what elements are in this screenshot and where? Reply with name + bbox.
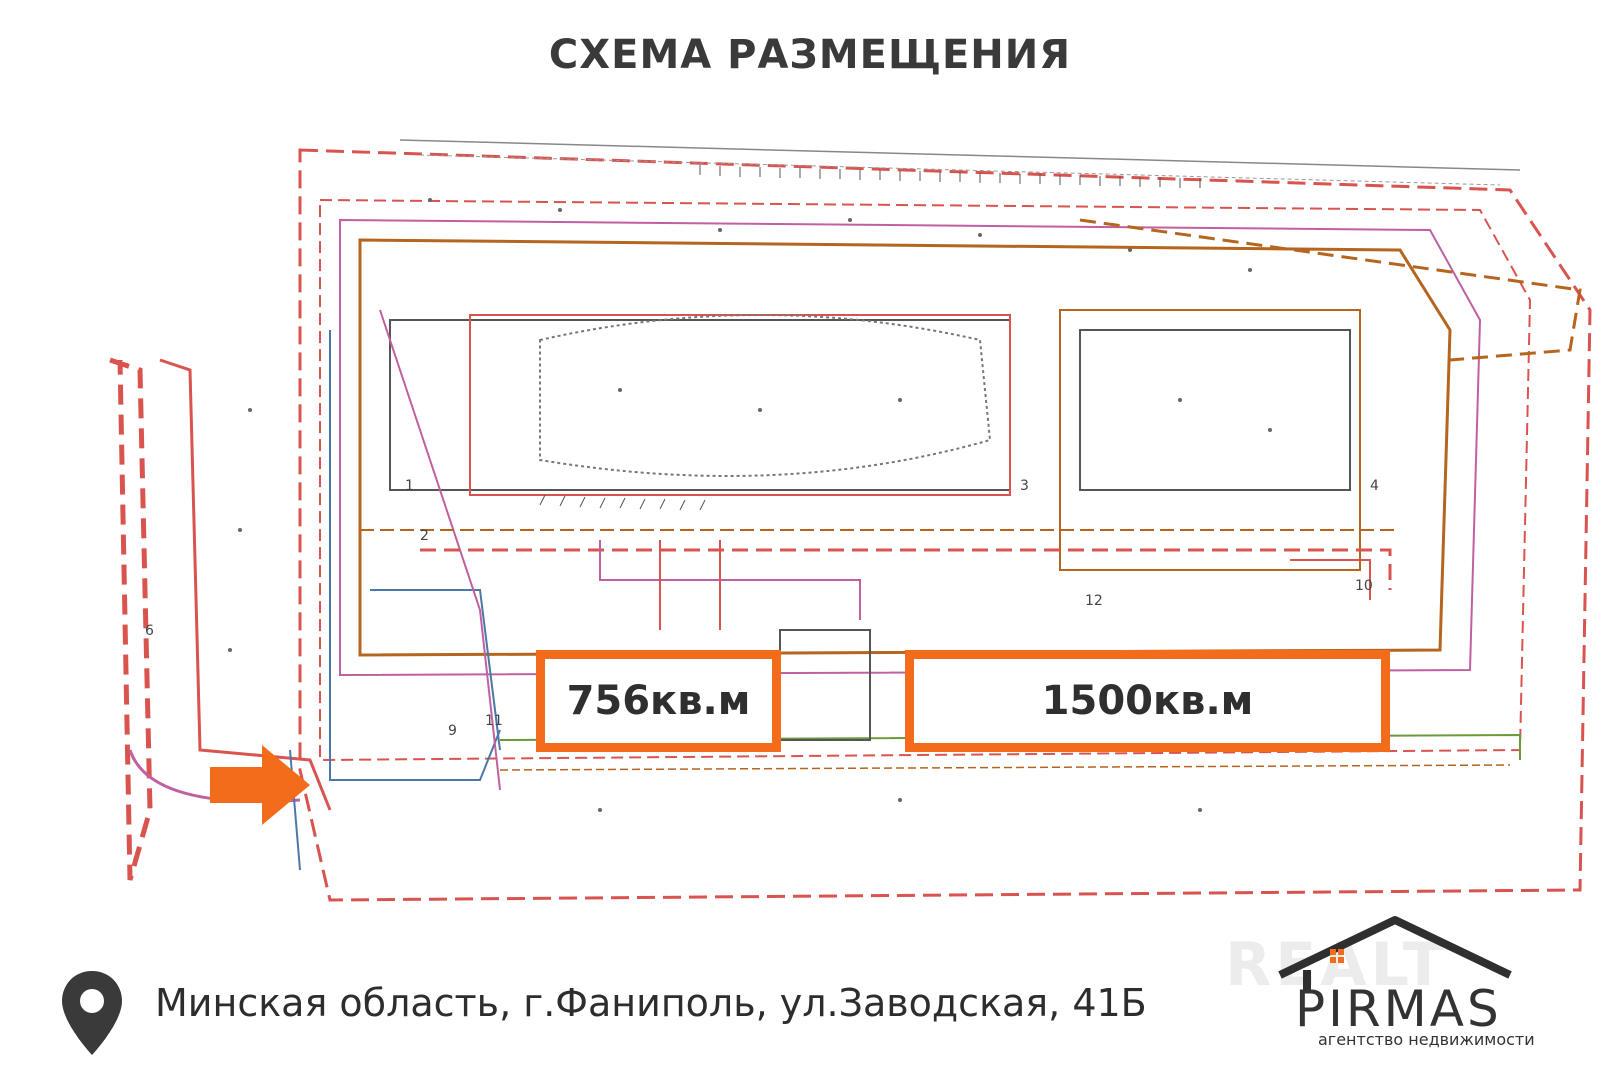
- watermark: REALT: [1225, 930, 1448, 1000]
- logo-subtitle: агентство недвижимости: [1318, 1030, 1535, 1049]
- plan-label: 9: [448, 723, 457, 739]
- plan-label: 6: [145, 623, 154, 639]
- slope-hatching: [539, 165, 1201, 511]
- plan-label: 10: [1355, 578, 1373, 594]
- building-block-east: [1059, 309, 1361, 571]
- building-small-3: [779, 629, 871, 741]
- area-label: 756кв.м: [566, 678, 751, 724]
- page-title: СХЕМА РАЗМЕЩЕНИЯ: [548, 32, 1072, 78]
- building-block-main: [389, 314, 1011, 496]
- survey-points: [228, 198, 1272, 812]
- arrow-right-icon: [210, 745, 310, 825]
- area-label: 1500кв.м: [1041, 678, 1254, 724]
- logo-name: PIRMAS: [1295, 980, 1502, 1038]
- utility-lines: [128, 309, 1521, 871]
- plan-label: 11: [485, 713, 503, 729]
- house-logo-icon: [1278, 916, 1512, 990]
- site-boundary: [109, 139, 1592, 902]
- plan-label: 4: [1370, 478, 1379, 494]
- location-pin-icon: [62, 971, 122, 1055]
- plan-label: 1: [405, 478, 414, 494]
- footer: Минская область, г.Фаниполь, ул.Заводска…: [0, 955, 1620, 1080]
- area-box-1500: 1500кв.м: [905, 650, 1390, 752]
- area-box-756: 756кв.м: [536, 650, 781, 752]
- plan-label: 3: [1020, 478, 1029, 494]
- address: Минская область, г.Фаниполь, ул.Заводска…: [155, 981, 1147, 1025]
- plan-label: 2: [420, 528, 429, 544]
- plan-label: 12: [1085, 593, 1103, 609]
